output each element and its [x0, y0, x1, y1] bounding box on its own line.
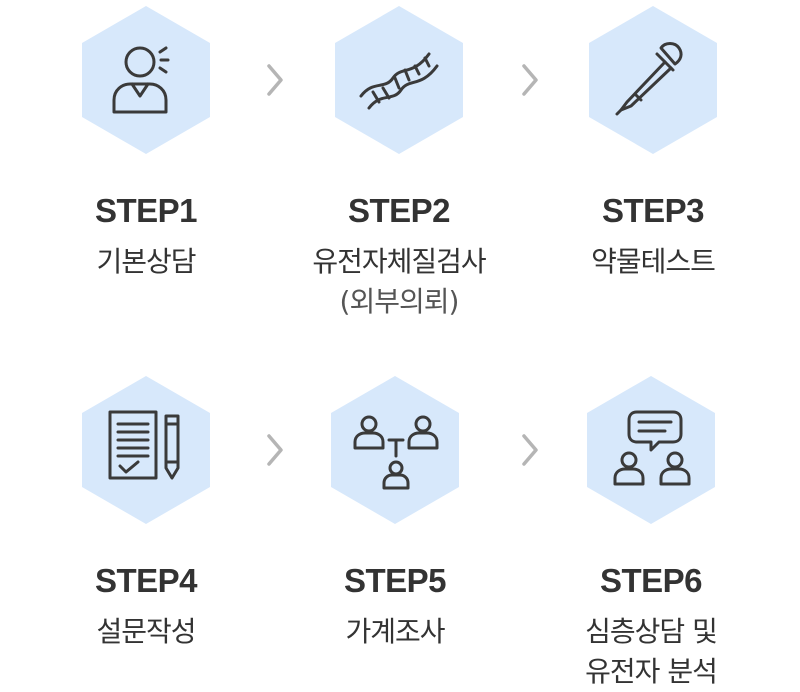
step-label-line: 심층상담 및	[585, 615, 718, 648]
chevron-right-icon	[267, 434, 283, 466]
survey-pencil-icon	[80, 374, 212, 526]
step-title: STEP5	[343, 562, 447, 599]
chevron-right-icon	[522, 64, 538, 96]
dropper-icon	[587, 4, 719, 156]
step-title: STEP1	[94, 192, 198, 229]
discussion-icon	[585, 374, 717, 526]
step-label: 약물테스트	[523, 242, 783, 282]
step-label-line: 유전자체질검사	[312, 245, 486, 278]
chevron-right-icon	[267, 64, 283, 96]
step-label-line: 가계조사	[345, 615, 445, 648]
dna-icon	[333, 4, 465, 156]
chevron-right-icon	[522, 434, 538, 466]
step-title: STEP4	[94, 562, 198, 599]
step-label-line: 기본상담	[96, 245, 196, 278]
step-title: STEP3	[601, 192, 705, 229]
step-label-line: 유전자 분석	[585, 655, 718, 688]
family-tree-icon	[329, 374, 461, 526]
step-label: 설문작성	[16, 612, 276, 652]
step-title: STEP6	[599, 562, 703, 599]
step-label-line: 설문작성	[96, 615, 196, 648]
step-label-note: (외부의뢰)	[339, 285, 460, 318]
step-label: 심층상담 및 유전자 분석	[521, 612, 781, 692]
step-label: 기본상담	[16, 242, 276, 282]
step-title: STEP2	[347, 192, 451, 229]
step-label-line: 약물테스트	[591, 245, 716, 278]
step-label: 유전자체질검사 (외부의뢰)	[269, 242, 529, 322]
step-label: 가계조사	[265, 612, 525, 652]
consultation-person-icon	[80, 4, 212, 156]
